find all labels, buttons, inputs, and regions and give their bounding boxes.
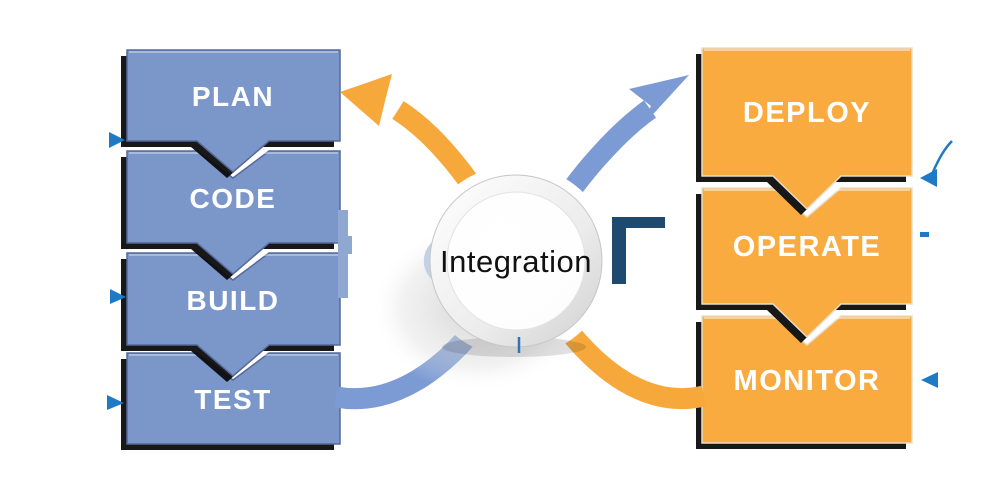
right-process-column: DEPLOY OPERATE MONITOR — [696, 47, 913, 449]
blue-arrowhead-icon — [629, 75, 689, 134]
loop-arrow-left-3-icon — [107, 395, 124, 410]
test-label: TEST — [194, 384, 272, 415]
loop-arrow-left-1-icon — [109, 132, 125, 148]
deploy-label: DEPLOY — [743, 97, 871, 129]
circle-face — [446, 191, 586, 331]
loop-arrow-right-1-icon — [920, 169, 937, 187]
loop-arrow-right-2-icon — [921, 372, 938, 388]
fragment-tab — [344, 236, 352, 254]
loop-arrow-right-1-tail — [931, 140, 953, 173]
integration-hub: Integration — [338, 165, 665, 392]
operate-label: OPERATE — [733, 231, 882, 263]
code-label: CODE — [190, 183, 277, 214]
monitor-label: MONITOR — [734, 365, 881, 397]
plan-label: PLAN — [192, 81, 274, 112]
step-box-plan — [126, 49, 341, 173]
integration-label: Integration — [440, 244, 592, 279]
loop-arrow-right-dash — [920, 232, 929, 237]
fragment-navy-stem — [612, 228, 626, 284]
fragment-strip — [338, 210, 348, 298]
orange-arrowhead-icon — [340, 74, 392, 126]
build-label: BUILD — [186, 285, 279, 316]
loop-arrow-tips — [107, 132, 953, 410]
fragment-navy-bar — [612, 217, 665, 228]
loop-arrow-left-2-icon — [110, 289, 126, 304]
step-box-deploy — [701, 47, 913, 211]
left-process-column: PLAN CODE BUILD TEST — [121, 49, 341, 450]
